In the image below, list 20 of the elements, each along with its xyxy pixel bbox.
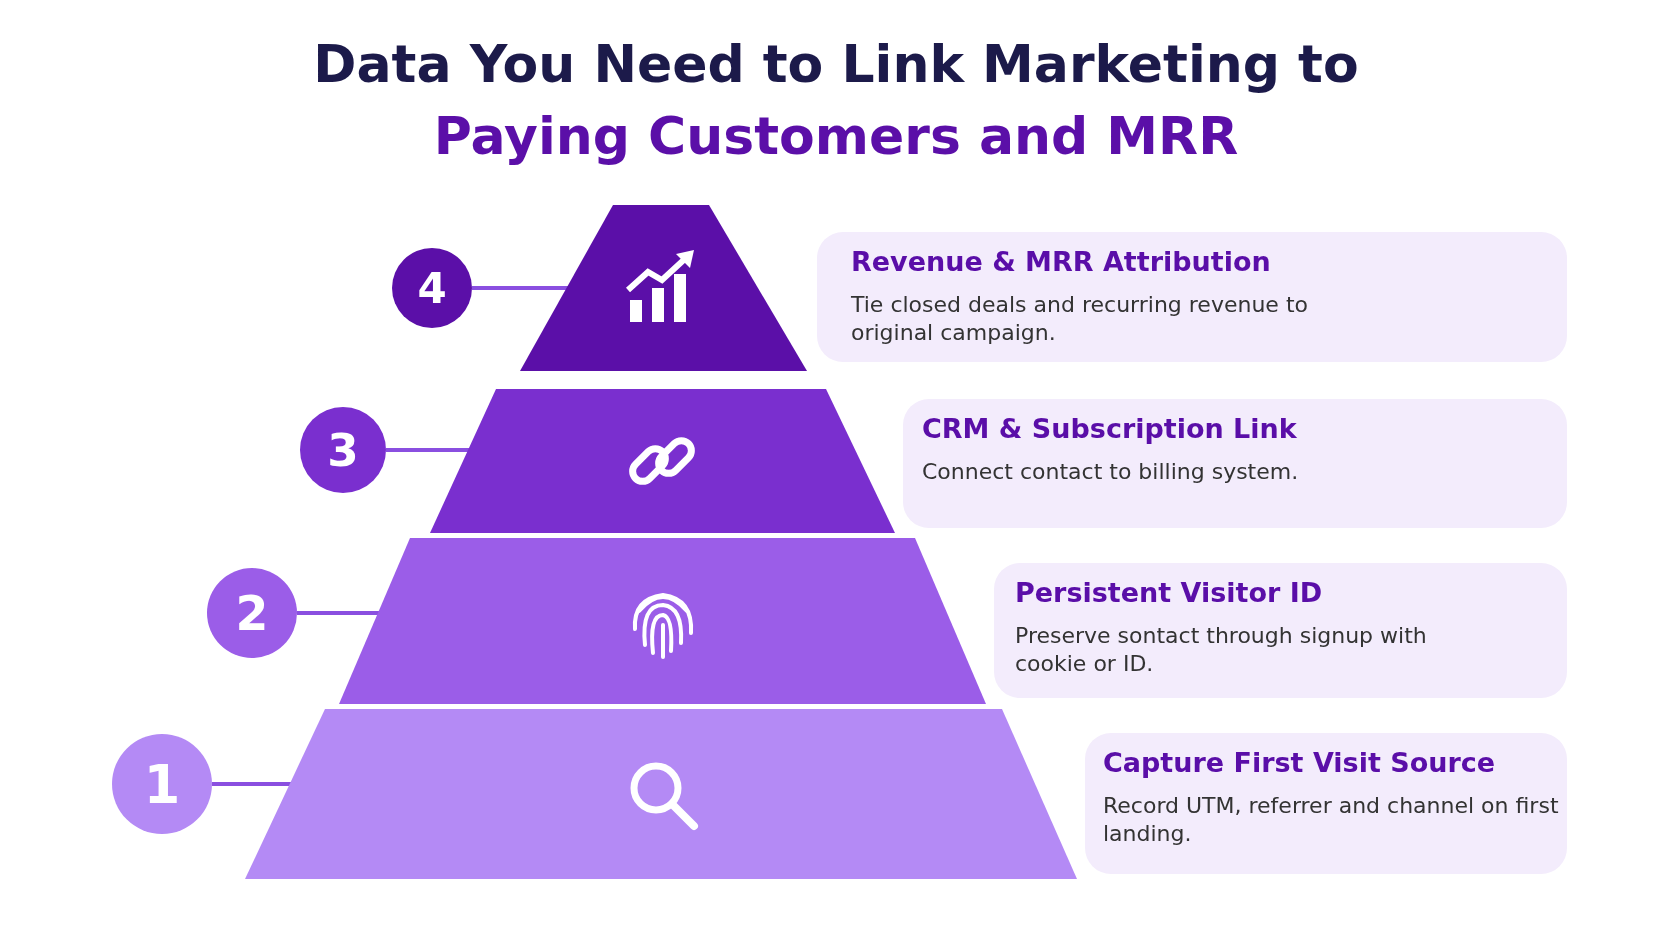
pyramid-tier [430,389,895,533]
card-heading: Persistent Visitor ID [1015,577,1324,608]
card-description: Connect contact to billing system. [922,458,1300,486]
title: Data You Need to Link Marketing to Paying Customers and MRR [312,33,1360,168]
connector-line [212,782,292,786]
connector-line [297,611,380,615]
card-description: Tie closed deals and recurring revenue to original campaign. [851,291,1309,347]
pyramid-tier [520,205,807,371]
step-number-circle: 3 [300,407,386,493]
card-heading: CRM & Subscription Link [922,413,1298,444]
pyramid-tier [339,538,986,704]
pyramid-tier [245,709,1077,879]
step-number-circle: 4 [392,248,472,328]
step-number-circle: 1 [112,734,212,834]
card-heading: Revenue & MRR Attribution [851,246,1272,277]
card-description: Preserve sontact through signup with cookie or ID. [1015,622,1428,678]
step-number-circle: 2 [207,568,297,658]
card-description: Record UTM, referrer and channel on first landing. [1103,792,1560,848]
connector-line [472,286,569,290]
card-heading: Capture First Visit Source [1103,747,1497,778]
